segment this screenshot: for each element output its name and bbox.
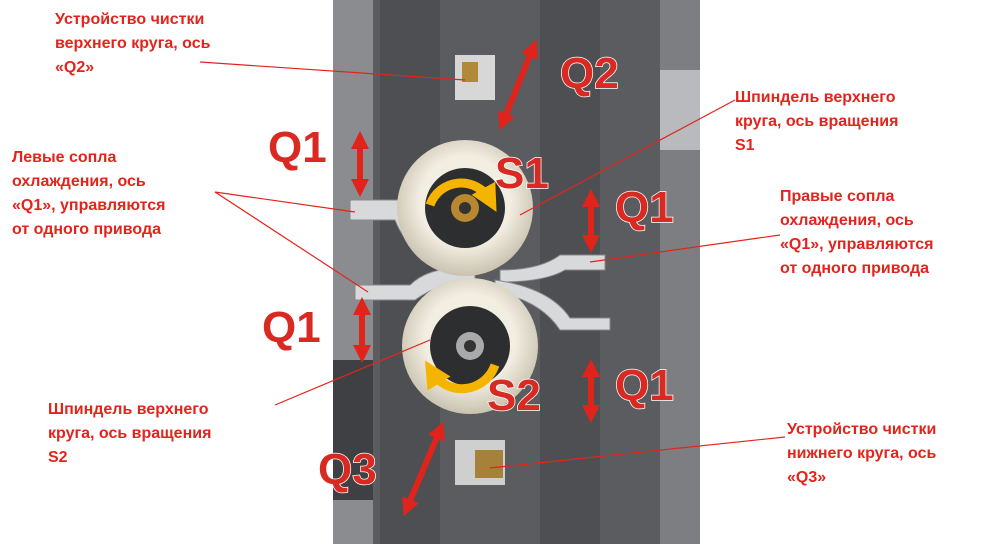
callout-line: круга, ось вращения [735,113,899,130]
callout-line: от одного привода [12,221,161,238]
callout-line: «Q3» [787,469,827,486]
axis-label-q1-bottom-left: Q1 [262,303,321,352]
callout-line: «Q1», управляются [780,236,934,253]
callout-line: охлаждения, ось [780,212,914,229]
callout-line: нижнего круга, ось [787,445,937,462]
callout-line: «Q2» [55,59,95,76]
callout-line: Устройство чистки [787,421,937,438]
leader-lower-cleaner [489,436,786,469]
axis-label-q1-top-right: Q1 [615,183,674,232]
callout-line: S1 [735,137,755,154]
arrow-q2 [498,39,538,131]
callout-left-nozzles: Левые сопла охлаждения, ось «Q1», управл… [12,146,166,242]
axis-label-q1-top-left: Q1 [268,123,327,172]
callout-spindle-s1: Шпиндель верхнего круга, ось вращения S1 [735,86,898,158]
rotation-arrow-s1 [425,178,497,212]
lower-cleaner-device [455,440,505,485]
leader-upper-cleaner [199,61,466,81]
callout-line: от одного привода [780,260,929,277]
axis-label-q2: Q2 [560,49,619,98]
axis-label-q3: Q3 [318,445,377,494]
axis-label-q1-bottom-right: Q1 [615,361,674,410]
callout-line: круга, ось вращения [48,425,212,442]
leader-spindle-s2 [274,339,431,406]
callout-line: Шпиндель верхнего [48,401,209,418]
callout-line: Шпиндель верхнего [735,89,896,106]
callout-spindle-s2: Шпиндель верхнего круга, ось вращения S2 [48,398,211,470]
rotation-arrow-s2 [424,360,500,394]
callout-line: Правые сопла [780,188,895,205]
leader-left-nozzles-1 [214,191,356,213]
leader-spindle-s1 [519,99,736,216]
callout-line: охлаждения, ось [12,173,146,190]
callout-line: S2 [48,449,68,466]
callout-line: Левые сопла [12,149,117,166]
arrow-q3 [402,421,445,517]
callout-lower-cleaner: Устройство чистки нижнего круга, ось «Q3… [787,418,936,490]
callout-right-nozzles: Правые сопла охлаждения, ось «Q1», управ… [780,185,934,281]
callout-line: верхнего круга, ось [55,35,211,52]
axis-label-s2: S2 [487,371,541,420]
callout-line: Устройство чистки [55,11,205,28]
leader-right-nozzles [589,234,781,263]
upper-cleaner-device [455,55,495,100]
callout-upper-cleaner: Устройство чистки верхнего круга, ось «Q… [55,8,210,80]
leader-left-nozzles-2 [214,191,369,293]
axis-label-s1: S1 [495,149,549,198]
callout-line: «Q1», управляются [12,197,166,214]
